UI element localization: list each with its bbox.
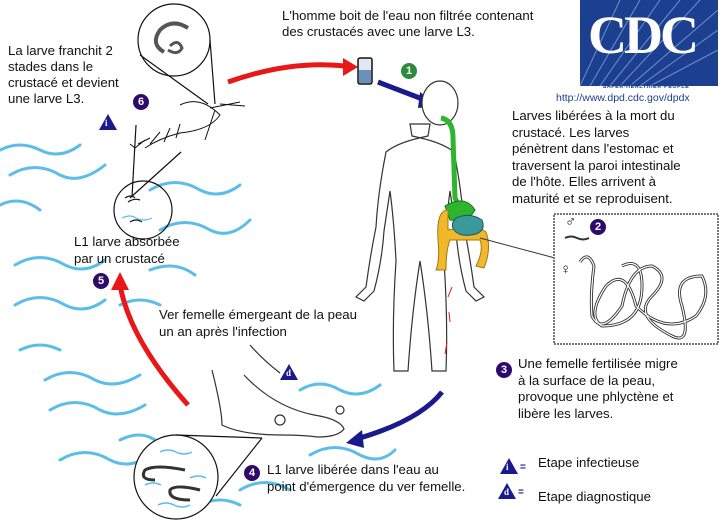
step-4-text: L1 larve libérée dans l'eau au point d'é…	[267, 462, 466, 494]
crustacean	[129, 101, 246, 149]
cdc-url-link[interactable]: http://www.dpd.cdc.gov/dpdx	[556, 92, 690, 104]
adult-worms-box	[479, 213, 719, 345]
legend-diagnostic-icon: d	[498, 483, 516, 499]
step-3-badge: 3	[496, 362, 512, 378]
step-2-text: Larves libérées à la mort du crustacé. L…	[512, 108, 681, 206]
glass-of-water	[357, 57, 373, 85]
digestive-tract	[435, 115, 490, 271]
l3-larva-magnifier	[137, 3, 216, 105]
step-1-text: L'homme boit de l'eau non filtrée conten…	[282, 8, 534, 39]
legend-equals: =	[520, 462, 526, 473]
infective-stage-icon: i	[99, 114, 117, 130]
cdc-logo: CDC	[580, 0, 718, 86]
legend-equals: =	[518, 487, 524, 498]
female-symbol: ♀	[560, 261, 572, 278]
step-6-text: La larve franchit 2 stades dans le crust…	[8, 43, 119, 106]
cdc-tagline: SAFER·HEALTHIER·PEOPLE™	[602, 84, 696, 90]
foot	[211, 344, 345, 438]
cdc-wordmark: CDC	[588, 5, 699, 65]
step-5-badge: 5	[93, 273, 109, 289]
migrating-worm-marks	[444, 286, 453, 355]
step-1-badge: 1	[401, 63, 417, 79]
water-waves	[0, 143, 397, 507]
environment-arrows	[111, 58, 358, 407]
diagnostic-stage-icon: d	[280, 364, 298, 380]
l1-larva-magnifier	[113, 124, 182, 240]
legend-infective-icon: i	[500, 458, 518, 474]
step-4-badge: 4	[244, 465, 260, 481]
emerging-worm-annotation: Ver femelle émergeant de la peau un an a…	[159, 307, 357, 339]
arrow-crustacean-to-water	[227, 62, 346, 85]
step-6-badge: 6	[133, 94, 149, 110]
step-2-badge: 2	[590, 219, 606, 235]
arrow-larva-to-crustacean	[117, 284, 190, 407]
legend-infective-label: Etape infectieuse	[538, 455, 640, 470]
l1-larvae-magnifier	[133, 434, 263, 520]
logo-rays	[580, 0, 718, 86]
legend-diagnostic-label: Etape diagnostique	[538, 489, 651, 504]
male-symbol: ♂	[565, 213, 577, 230]
step-3-text: Une femelle fertilisée migre à la surfac…	[518, 356, 678, 421]
step-5-text: L1 larve absorbée par un crustacé	[74, 234, 180, 266]
human-body	[354, 80, 486, 372]
